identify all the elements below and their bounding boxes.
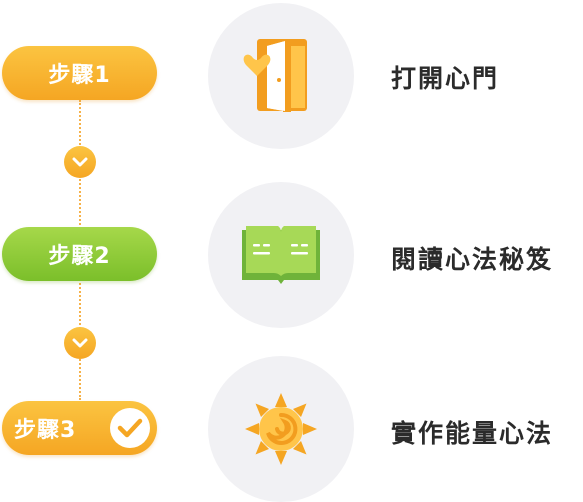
step-3-pill: 步驟3 [2,401,157,455]
step-2-title: 閱讀心法秘笈 [391,245,554,274]
checkmark-icon [110,408,150,448]
heart-door-icon [243,39,307,112]
open-book-icon [242,226,320,284]
step-3-label: 步驟3 [14,418,77,443]
sun-icon [245,393,317,465]
chevron-down-icon [64,146,96,178]
step-3-title: 實作能量心法 [391,419,554,448]
step-1-label: 步驟1 [48,63,111,88]
step-1-pill: 步驟1 [2,46,157,100]
step-1-title: 打開心門 [391,64,500,93]
step-2-icon-circle [208,182,354,328]
step-2-pill: 步驟2 [2,227,157,281]
chevron-down-icon [64,327,96,359]
step-1-icon-circle [208,3,354,149]
step-3-icon-circle [208,356,354,502]
step-2-label: 步驟2 [48,244,111,269]
